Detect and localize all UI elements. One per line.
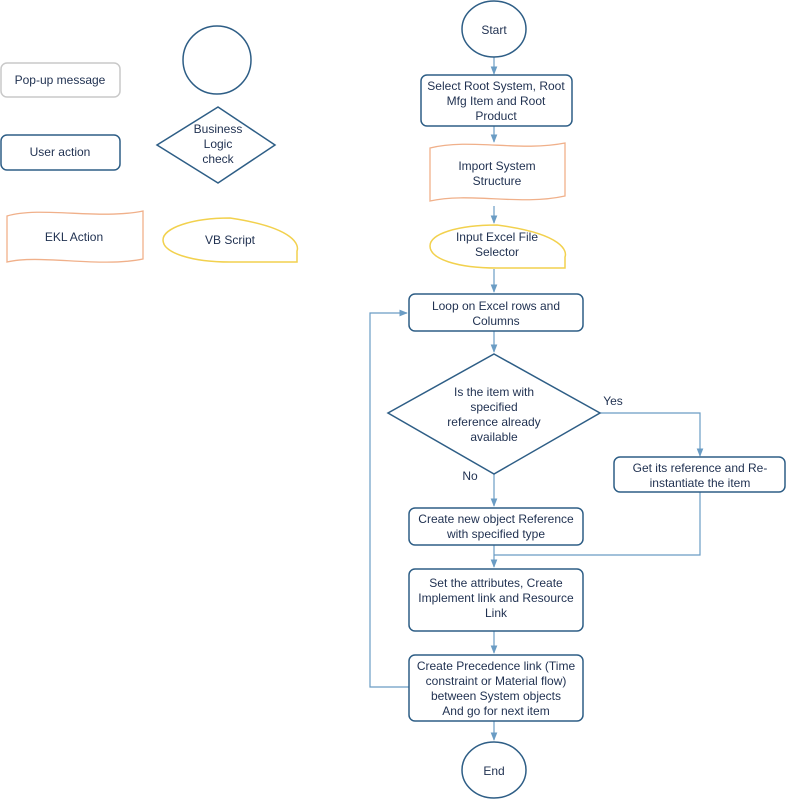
node-decision-line-3: reference already (447, 415, 540, 429)
connector-decision-yes (600, 412, 704, 457)
node-select-root-line-2: Mfg Item and Root (447, 94, 546, 108)
node-decision-line-2: specified (470, 400, 517, 414)
node-get-reference: Get its reference and Re- instantiate th… (613, 456, 786, 493)
node-input-excel-line-1: Input Excel File (456, 230, 538, 244)
node-create-precedence-line-4: And go for next item (442, 704, 549, 718)
node-select-root-line-1: Select Root System, Root (427, 79, 565, 93)
node-loop-line-2: Columns (472, 314, 519, 328)
node-set-attributes: Set the attributes, Create Implement lin… (408, 568, 584, 632)
node-start-label: Start (481, 23, 507, 37)
decision-no-label: No (462, 469, 478, 483)
node-end: End (461, 741, 527, 799)
legend-vb-script-label: VB Script (205, 233, 256, 247)
legend-business-logic-line-3: check (202, 152, 234, 166)
node-create-object-line-2: with specified type (446, 527, 545, 541)
node-import-system-line-2: Structure (473, 174, 522, 188)
node-decision-line-1: Is the item with (454, 385, 534, 399)
node-create-precedence-line-3: between System objects (431, 689, 561, 703)
legend-vb-script: VB Script (162, 217, 299, 263)
legend-ekl-action: EKL Action (6, 210, 144, 263)
connector-loop-back (369, 309, 409, 688)
node-decision-line-4: available (470, 430, 518, 444)
node-create-precedence: Create Precedence link (Time constraint … (408, 654, 584, 722)
node-loop: Loop on Excel rows and Columns (408, 293, 584, 332)
node-set-attributes-line-3: Link (485, 606, 508, 620)
decision-yes-label: Yes (603, 394, 623, 408)
node-select-root: Select Root System, Root Mfg Item and Ro… (420, 74, 573, 127)
node-end-label: End (483, 764, 504, 778)
node-create-precedence-line-2: constraint or Material flow) (426, 674, 567, 688)
connectors (369, 57, 704, 741)
legend-business-logic-line-1: Business (194, 122, 243, 136)
node-set-attributes-line-2: Implement link and Resource (418, 591, 574, 605)
node-set-attributes-line-1: Set the attributes, Create (429, 576, 563, 590)
node-input-excel: Input Excel File Selector (429, 224, 567, 269)
legend: Pop-up message User action Business Logi… (0, 25, 299, 263)
node-loop-line-1: Loop on Excel rows and (432, 299, 560, 313)
node-select-root-line-3: Product (475, 109, 517, 123)
node-import-system-line-1: Import System (458, 159, 535, 173)
legend-ekl-action-label: EKL Action (45, 230, 103, 244)
node-create-precedence-line-1: Create Precedence link (Time (417, 659, 576, 673)
legend-user-action: User action (0, 134, 121, 171)
node-start: Start (461, 0, 527, 58)
node-import-system: Import System Structure (429, 142, 566, 202)
legend-popup-message-label: Pop-up message (15, 73, 106, 87)
legend-user-action-label: User action (30, 145, 91, 159)
node-get-reference-line-1: Get its reference and Re- (633, 461, 768, 475)
connector-get-reference-merge (494, 492, 701, 556)
node-get-reference-line-2: instantiate the item (650, 476, 751, 490)
legend-circle (182, 25, 252, 95)
legend-business-logic-line-2: Logic (204, 137, 233, 151)
node-create-object-line-1: Create new object Reference (418, 512, 574, 526)
node-input-excel-line-2: Selector (475, 245, 519, 259)
node-decision: Is the item with specified reference alr… (386, 353, 602, 475)
legend-popup-message: Pop-up message (0, 62, 121, 98)
legend-business-logic: Business Logic check (155, 106, 277, 184)
node-create-object: Create new object Reference with specifi… (408, 507, 584, 546)
